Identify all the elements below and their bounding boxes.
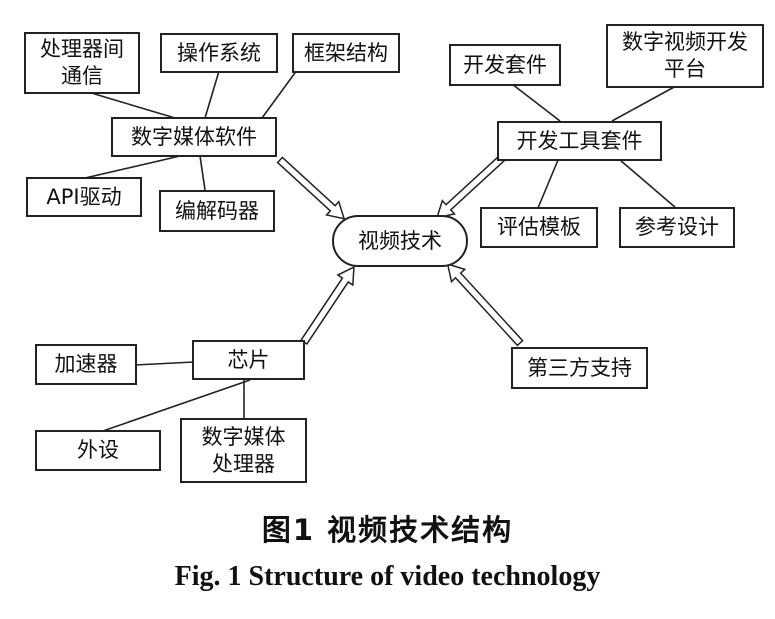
arrow-software-to-center xyxy=(276,156,346,220)
connector-ipc xyxy=(87,91,176,119)
arrow-thirdparty-to-center xyxy=(446,262,524,347)
node-digital-video-development-platform: 数字视频开发 平台 xyxy=(606,24,764,88)
connector-devkit xyxy=(511,83,561,122)
figure-caption-english: Fig. 1 Structure of video technology xyxy=(174,561,601,592)
node-third-party-support: 第三方支持 xyxy=(511,347,648,389)
connector-eval xyxy=(537,159,559,209)
hub-chip: 芯片 xyxy=(192,340,305,380)
node-codec: 编解码器 xyxy=(159,190,275,232)
connector-accelerator xyxy=(134,361,195,366)
node-inter-processor-communication: 处理器间 通信 xyxy=(24,32,140,94)
node-framework-structure: 框架结构 xyxy=(292,33,400,73)
connector-codec xyxy=(199,155,206,191)
hub-digital-media-software: 数字媒体软件 xyxy=(111,117,277,157)
node-peripheral: 外设 xyxy=(35,430,161,471)
node-digital-media-processor: 数字媒体 处理器 xyxy=(180,418,307,483)
node-development-kit: 开发套件 xyxy=(449,44,561,86)
hub-development-toolkit: 开发工具套件 xyxy=(497,121,662,161)
connector-os xyxy=(204,70,220,119)
connector-refdesign xyxy=(619,159,677,209)
arrow-chip-to-center xyxy=(300,265,355,345)
node-accelerator: 加速器 xyxy=(35,344,137,385)
connector-peripheral xyxy=(99,379,251,433)
center-node-video-technology: 视频技术 xyxy=(332,215,468,267)
arrow-devtools-to-center xyxy=(435,154,506,219)
connector-api xyxy=(84,155,181,179)
connector-dvdp xyxy=(611,85,677,122)
node-operating-system: 操作系统 xyxy=(160,33,278,73)
figure-caption-chinese: 图1 视频技术结构 xyxy=(261,513,514,547)
node-evaluation-template: 评估模板 xyxy=(480,207,598,248)
node-api-driver: API驱动 xyxy=(26,177,142,217)
connector-framework xyxy=(261,65,301,119)
node-reference-design: 参考设计 xyxy=(619,207,735,248)
